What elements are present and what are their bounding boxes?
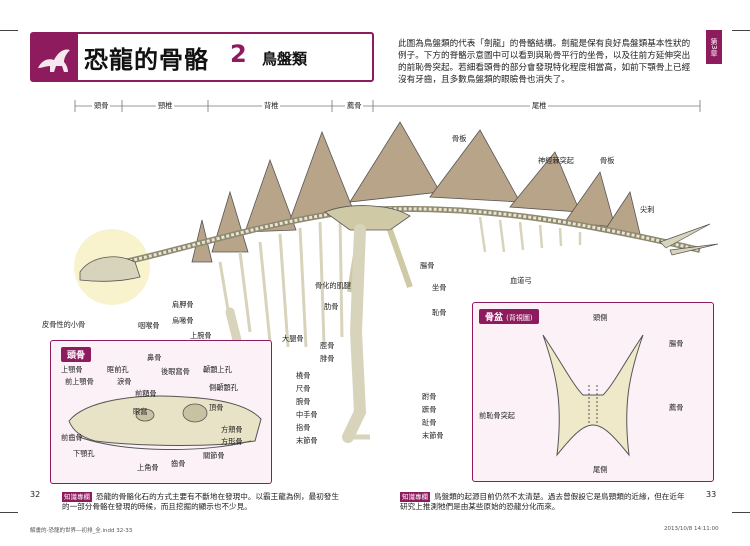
- skull-label-10: 側顳顬孔: [209, 383, 238, 392]
- skull-label-15: 下顎孔: [73, 449, 95, 458]
- skull-panel: 頭骨 上顎骨 前上顎骨 淚骨 眶前孔 鼻骨 前額骨 後眼窩骨 眼窩 顳顬上孔 頂…: [50, 340, 272, 484]
- label-fibula: 腓骨: [320, 354, 335, 363]
- skull-label-0: 上顎骨: [61, 365, 83, 374]
- pelvis-ilium-label: 腸骨: [669, 339, 684, 348]
- note-right-text: 鳥盤類的起源目前仍然不太清楚。過去曾假設它是鳥頸類的近緣，但在近年研究上推測牠們…: [400, 492, 685, 511]
- label-rib: 肋骨: [324, 302, 339, 311]
- skull-label-7: 眼窩: [133, 407, 148, 416]
- pelvis-panel-tag: 骨盆 (背視圖): [479, 309, 539, 324]
- skull-label-14: 齒骨: [171, 459, 186, 468]
- skull-label-6: 後眼窩骨: [161, 367, 190, 376]
- section-sacrum: 薦骨: [345, 101, 364, 111]
- skull-label-11: 方頬骨: [221, 425, 243, 434]
- skull-label-8: 顳顬上孔: [203, 365, 232, 374]
- label-humerus: 上腕骨: [190, 331, 212, 340]
- crop-mark: [0, 30, 18, 31]
- skull-label-5: 前額骨: [135, 389, 157, 398]
- skull-label-3: 眶前孔: [107, 365, 129, 374]
- label-claw: 末節骨: [422, 431, 444, 440]
- footer-right: 2013/10/8 14:11:00: [664, 526, 719, 532]
- skull-drawing: [68, 395, 262, 451]
- label-scapula: 肩胛骨: [172, 300, 194, 309]
- skull-label-4: 鼻骨: [147, 353, 162, 362]
- note-left-tag: 知識專欄: [62, 492, 92, 502]
- section-skull: 頭骨: [92, 101, 111, 111]
- footer-left: 解畫的-恐龍的世界—初排_全.indd 32-33: [30, 528, 133, 534]
- pelvis-sacrum-label: 薦骨: [669, 403, 684, 412]
- skull-label-13: 前齒骨: [61, 433, 83, 442]
- section-tail: 尾椎: [530, 101, 549, 111]
- label-metatarsal: 蹠骨: [422, 405, 437, 414]
- note-left-text: 恐龍的骨骼化石的方式主要有不斷地在發現中。以霸王龍為例，最初發生的一部分骨骼在發…: [62, 492, 339, 511]
- label-coracoid: 烏喙骨: [172, 316, 194, 325]
- intro-paragraph: 此圖為鳥盤類的代表「劍龍」的骨骼結構。劍龍是保有良好鳥盤類基本性狀的例子。下方的…: [398, 39, 691, 85]
- label-phalanx: 趾骨: [422, 418, 437, 427]
- dinosaur-icon: [32, 34, 78, 80]
- pelvis-head-label: 頭側: [593, 313, 608, 322]
- label-ilium: 腸骨: [420, 261, 435, 270]
- skull-label-16: 上角骨: [137, 463, 159, 472]
- label-radius: 橈骨: [296, 371, 311, 380]
- pelvis-panel: 骨盆 (背視圖) 頭側 尾側 腸骨 薦骨 前恥骨突起: [472, 302, 714, 482]
- section-neck: 頸椎: [156, 101, 175, 111]
- page-title: 恐龍的骨骼: [84, 46, 209, 74]
- page-title-number: 2: [230, 40, 247, 68]
- page-subtitle: 鳥盤類: [262, 50, 308, 68]
- label-metacarpal: 中手骨: [296, 410, 318, 419]
- label-ossified-tendon: 骨化的肌腱: [315, 281, 351, 290]
- pelvis-tail-label: 尾側: [593, 465, 608, 474]
- skull-label-9: 頂骨: [209, 403, 224, 412]
- crop-mark: [732, 512, 750, 513]
- label-tibia: 脛骨: [320, 341, 335, 350]
- page-number-left: 32: [30, 490, 41, 499]
- page-number-right: 33: [706, 490, 717, 499]
- skull-label-12: 方形骨: [221, 437, 243, 446]
- label-ischium: 坐骨: [432, 283, 447, 292]
- chapter-tab: 第3章: [706, 30, 722, 64]
- label-finger: 指骨: [296, 423, 311, 432]
- label-ulna: 尺骨: [296, 384, 311, 393]
- label-tarsus: 跗骨: [422, 392, 437, 401]
- label-carpus: 腕骨: [296, 397, 311, 406]
- section-back: 背椎: [262, 101, 281, 111]
- label-gular: 咽喉骨: [138, 321, 160, 330]
- skull-label-1: 前上顎骨: [65, 377, 94, 386]
- skull-label-17: 關節骨: [203, 451, 225, 460]
- pelvis-prepubic-label: 前恥骨突起: [479, 411, 515, 420]
- label-pubis: 恥骨: [432, 308, 447, 317]
- crop-mark: [0, 512, 18, 513]
- label-neural-spine: 神經棘突起: [538, 156, 574, 165]
- skull-label-2: 淚骨: [117, 377, 132, 386]
- note-left: 知識專欄恐龍的骨骼化石的方式主要有不斷地在發現中。以霸王龍為例，最初發生的一部分…: [62, 492, 342, 512]
- label-gular-note: 皮骨性的小骨: [42, 320, 86, 329]
- label-dermal-plate: 骨板: [452, 134, 467, 143]
- label-chevron: 血道弓: [510, 276, 532, 285]
- crop-mark: [732, 30, 750, 31]
- skull-panel-tag: 頭骨: [61, 347, 92, 362]
- page-title-bar: 恐龍的骨骼 2 鳥盤類: [30, 32, 374, 82]
- section-ruler: [74, 100, 701, 112]
- label-femur: 大腿骨: [282, 334, 304, 343]
- pelvis-drawing: [542, 334, 644, 457]
- label-spike: 尖刺: [640, 205, 655, 214]
- note-right-tag: 知識專欄: [400, 492, 430, 502]
- pelvis-panel-view: (背視圖): [506, 314, 533, 322]
- note-right: 知識專欄鳥盤類的起源目前仍然不太清楚。過去曾假設它是鳥頸類的近緣，但在近年研究上…: [400, 492, 690, 512]
- label-finger-claw: 末節骨: [296, 436, 318, 445]
- pelvis-panel-title: 骨盆: [485, 313, 504, 323]
- label-rib-plate: 骨板: [600, 156, 615, 165]
